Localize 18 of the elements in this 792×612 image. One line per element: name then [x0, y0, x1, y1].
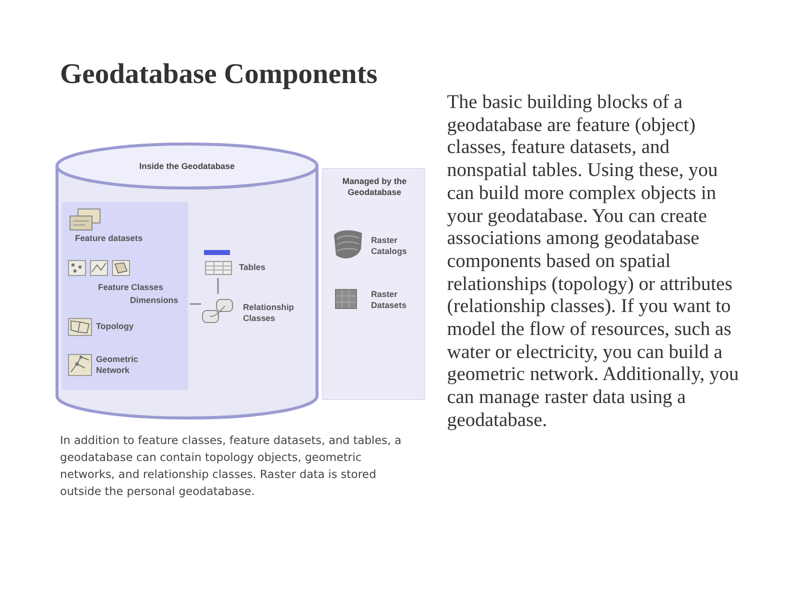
figure-caption: In addition to feature classes, feature datasets, and tables, a geodatabase can contain topology objects, geometric networks, and relationship classes. Raster data is stored outside the personal geodatabase.: [60, 433, 402, 500]
panel-heading: Inside the Geodatabase: [138, 161, 236, 172]
item-label: Raster Datasets: [371, 289, 408, 311]
item-label: Tables: [239, 262, 266, 273]
item-label: Feature datasets: [75, 233, 144, 244]
connector-line: [217, 278, 219, 294]
connector-line: [190, 303, 201, 305]
item-label: Relationship Classes: [243, 302, 296, 324]
panel-heading: Managed by the Geodatabase: [341, 176, 408, 198]
item-label: Topology: [96, 321, 135, 332]
item-label: Feature Classes: [98, 282, 164, 293]
page-title: Geodatabase Components: [60, 59, 378, 91]
item-label: Dimensions: [130, 295, 180, 306]
item-label: Geometric Network: [96, 354, 140, 376]
body-text: The basic building blocks of a geodatabase are feature (object) classes, feature datasets, and nonspatial tables. Using these, you can build more complex objects in your geodatabase. You can create associations among geodatabase components based on spatial relationships (topology) or attributes (relationship classes). If you want to model the flow of resources, such as water or electricity, you can build a geometric network. Additionally, you can manage raster data using a geodatabase.: [447, 92, 740, 433]
item-label: Raster Catalogs: [371, 235, 408, 257]
highlight-panel: [62, 202, 188, 390]
side-panel: [322, 168, 425, 400]
